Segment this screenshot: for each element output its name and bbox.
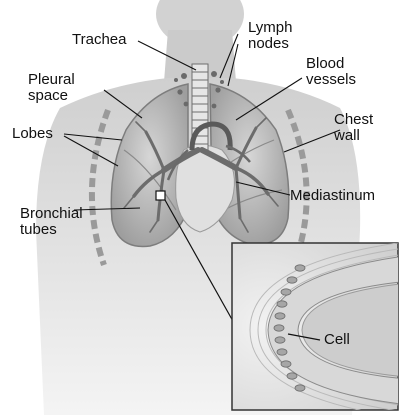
cell-inset <box>232 240 404 415</box>
label-trachea: Trachea <box>72 32 126 48</box>
label-blood-vessels: Blood vessels <box>306 56 356 88</box>
label-pleural-space: Pleural space <box>28 72 75 104</box>
label-lobes: Lobes <box>12 126 53 142</box>
label-bronchial-tubes: Bronchial tubes <box>20 206 83 238</box>
label-mediastinum: Mediastinum <box>290 188 375 204</box>
label-lymph-nodes: Lymph nodes <box>248 20 292 52</box>
label-chest-wall: Chest wall <box>334 112 373 144</box>
label-cell: Cell <box>324 332 350 348</box>
zoom-marker <box>156 191 165 200</box>
